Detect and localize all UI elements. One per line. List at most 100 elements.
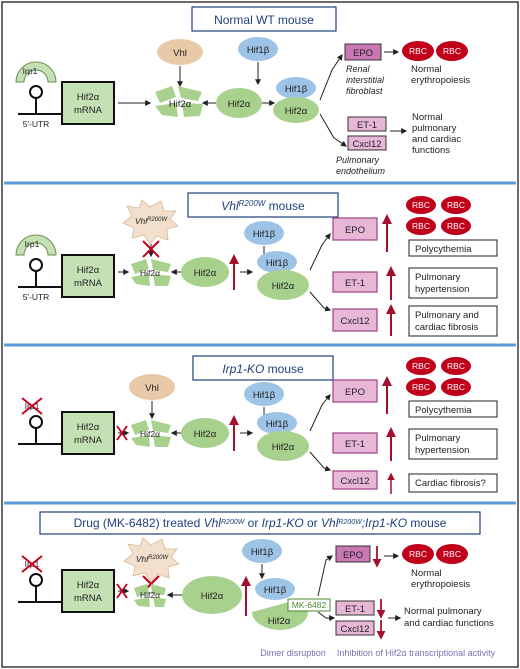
svg-text:Cxcl12: Cxcl12 (340, 316, 369, 327)
rbc-icon (436, 544, 468, 564)
cxcl12-label: Cxcl12 (352, 139, 381, 150)
hif2a-ellipse (181, 257, 229, 287)
hif2a-mrna-label-1: Hif2α (77, 92, 100, 103)
caption-inhibition: Inhibition of Hif2α transcriptional acti… (337, 648, 496, 658)
svg-text:Hif2α: Hif2α (77, 265, 100, 276)
svg-text:ET-1: ET-1 (345, 278, 365, 289)
epo-box (332, 379, 378, 403)
svg-text:RBC: RBC (409, 46, 427, 56)
svg-text:Hif2α: Hif2α (268, 616, 291, 627)
cross-icon (116, 583, 128, 599)
fibrosis-box (408, 305, 498, 337)
panel-2: VhlR200W mouse VhlR200W Irp1 5′-UTR Hif2… (15, 192, 498, 337)
cxcl12-box (332, 308, 378, 332)
rbc-cluster: RBC RBC RBC RBC (406, 357, 471, 396)
svg-text:Hif2α: Hif2α (77, 422, 100, 433)
svg-text:RBC: RBC (447, 382, 465, 392)
svg-text:Hif1β: Hif1β (253, 390, 276, 401)
hif1b-dimer-ellipse (257, 251, 297, 273)
irp1-label: Irp1 (23, 66, 38, 76)
et1-box (347, 116, 387, 132)
panel-4-title-box (39, 511, 481, 535)
svg-text:Polycythemia: Polycythemia (415, 405, 472, 416)
svg-text:Cxcl12: Cxcl12 (340, 624, 369, 635)
svg-text:EPO: EPO (343, 550, 363, 561)
svg-text:Hif2α: Hif2α (201, 591, 224, 602)
svg-text:Hif2α: Hif2α (140, 590, 160, 600)
mk6482-label: MK-6482 (292, 600, 327, 610)
hif1b-dimer-label: Hif1β (285, 84, 308, 95)
stem-loop-icon (29, 258, 43, 272)
hif1b-ellipse (244, 221, 284, 245)
caption-dimer-disruption: Dimer disruption (260, 648, 326, 658)
svg-text:Hif2α: Hif2α (272, 442, 295, 453)
svg-text:Hif2α: Hif2α (194, 268, 217, 279)
hif1b-ellipse (244, 382, 284, 406)
svg-text:Hif1β: Hif1β (253, 229, 276, 240)
cxcl12-box (332, 470, 378, 490)
epo-box (332, 217, 378, 241)
hif2a-degraded: Hif2α (155, 86, 203, 117)
functions-label-3: and cardiac (412, 134, 461, 145)
endothelium-label-2: endothelium (336, 166, 386, 176)
rbc-icon (402, 41, 434, 61)
panel-1-title-box (191, 6, 337, 32)
svg-text:Hif2α: Hif2α (77, 580, 100, 591)
et1-box (332, 432, 378, 454)
svg-text:Hif1β: Hif1β (264, 585, 287, 596)
hif1b-dimer-ellipse (255, 578, 295, 600)
svg-text:Hif2α: Hif2α (140, 429, 160, 439)
hif2a-degraded: Hif2α (131, 420, 171, 447)
panel-2-title: VhlR200W mouse (221, 199, 305, 214)
erythropoiesis-label-2: erythropoiesis (411, 75, 470, 86)
functions-label-1: Normal (412, 112, 443, 123)
svg-text:RBC: RBC (412, 361, 430, 371)
svg-text:and cardiac functions: and cardiac functions (404, 618, 494, 629)
cxcl12-box (335, 620, 375, 636)
vhl-r200w-burst (122, 199, 179, 245)
svg-text:mRNA: mRNA (74, 435, 103, 446)
erythropoiesis-label-1: Normal (411, 64, 442, 75)
polycythemia-box (408, 239, 498, 257)
svg-text:Vhl: Vhl (145, 383, 159, 394)
svg-text:mRNA: mRNA (74, 593, 103, 604)
hif2a-ellipse (216, 88, 262, 118)
svg-text:RBC: RBC (443, 46, 461, 56)
hif2a-mrna-box (61, 81, 115, 125)
hif2a-degraded: Hif2α (134, 584, 166, 607)
hif2a-dimer-label: Hif2α (285, 106, 308, 117)
renal-label-1: Renal (346, 64, 371, 74)
svg-text:RBC: RBC (447, 200, 465, 210)
panel-3-title: Irp1-KO mouse (222, 362, 304, 376)
hif2a-mrna-label-2: mRNA (74, 105, 103, 116)
cross-icon (21, 555, 43, 573)
hif2a-mrna-box (61, 254, 115, 298)
hif2a-degraded: Hif2α (131, 259, 171, 286)
et1-box (332, 271, 378, 293)
renal-label-3: fibroblast (346, 86, 383, 96)
vhl-label: Vhl (173, 48, 187, 59)
svg-text:Normal pulmonary: Normal pulmonary (404, 606, 482, 617)
rbc-icon (436, 41, 468, 61)
svg-text:RBC: RBC (412, 200, 430, 210)
svg-text:hypertension: hypertension (415, 445, 469, 456)
hif2a-ellipse (181, 418, 229, 448)
svg-text:Pulmonary: Pulmonary (415, 272, 461, 283)
vhl-r200w-burst (123, 537, 180, 583)
panel-3-title-box (192, 355, 334, 381)
et1-label: ET-1 (357, 120, 377, 131)
svg-text:Hif1β: Hif1β (266, 419, 289, 430)
fibrosis-box (408, 473, 498, 493)
hif2a-mrna-box (61, 569, 115, 613)
et1-box (335, 600, 375, 616)
utr-label: 5′-UTR (23, 119, 50, 129)
svg-text:mRNA: mRNA (74, 278, 103, 289)
svg-text:Cxcl12: Cxcl12 (340, 476, 369, 487)
svg-text:Hif1β: Hif1β (251, 547, 274, 558)
svg-text:RBC: RBC (412, 382, 430, 392)
cross-icon (142, 240, 160, 258)
svg-text:cardiac fibrosis: cardiac fibrosis (415, 322, 479, 333)
functions-label-4: functions (412, 145, 450, 156)
